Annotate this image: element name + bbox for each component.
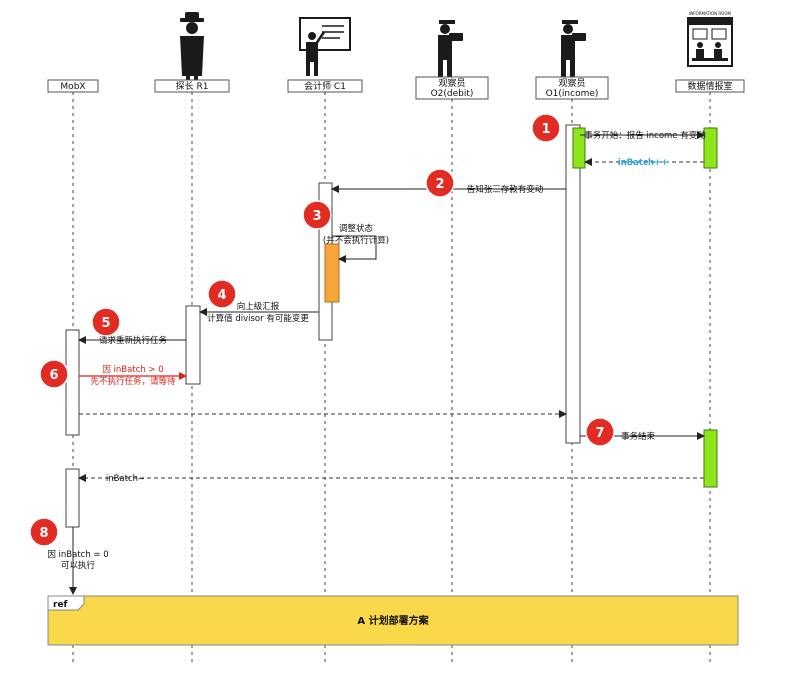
message-label-8a: 因 inBatch = 0	[47, 550, 108, 560]
actor-label: 观察员	[558, 77, 585, 89]
activation-o1-green	[572, 127, 586, 169]
activation-mobx-1	[65, 329, 80, 436]
activation-c1-orange	[324, 243, 340, 303]
intelligence-room-icon	[687, 17, 733, 67]
actor-room[interactable]: 数据情报室	[675, 79, 745, 93]
observer-camera-icon	[561, 20, 586, 80]
reply-label-1: inBatch++	[618, 158, 669, 168]
svg-text:4: 4	[217, 288, 226, 303]
step-badge-2: 2	[425, 168, 455, 198]
ref-frame[interactable]: ref A 计划部署方案	[47, 595, 739, 646]
step-badge-1: 1	[531, 113, 561, 143]
actor-r1[interactable]: 探长 R1	[154, 79, 230, 93]
step-badge-8: 8	[29, 517, 59, 547]
actor-label: 观察员	[438, 77, 465, 89]
message-label-6b: 先不执行任务，请等待	[90, 376, 176, 387]
step-badge-7: 7	[585, 417, 615, 447]
message-label-5: 请求重新执行任务	[99, 335, 168, 346]
step-badge-6: 6	[39, 359, 69, 389]
actor-label: 会计师 C1	[304, 80, 346, 92]
svg-text:6: 6	[49, 368, 58, 383]
activation-r1	[185, 305, 201, 385]
activation-room-2	[703, 429, 718, 488]
activation-o1	[565, 124, 581, 444]
ref-tag: ref	[53, 600, 68, 610]
message-label-2: 告知张三存款有变动	[467, 184, 544, 195]
reply-label-7: inBatch--	[106, 474, 144, 484]
step-badge-5: 5	[91, 307, 121, 337]
actor-mobx[interactable]: MobX	[47, 79, 99, 93]
svg-text:2: 2	[435, 177, 444, 192]
message-label-3b: (并不会执行计算)	[323, 235, 389, 246]
message-label-4a: 向上级汇报	[237, 301, 280, 312]
message-label-4b: 计算值 divisor 有可能变更	[207, 313, 309, 324]
message-label-3a: 调整状态	[339, 223, 374, 234]
detective-icon	[180, 12, 204, 82]
message-label-7: 事务结束	[621, 431, 656, 442]
actor-o2[interactable]: 观察员 O2(debit)	[415, 76, 489, 100]
svg-text:3: 3	[312, 209, 321, 224]
svg-text:5: 5	[101, 316, 110, 331]
observer-camera-icon	[438, 20, 463, 80]
actor-sublabel: O2(debit)	[431, 89, 474, 99]
svg-text:8: 8	[39, 526, 48, 541]
activation-room-1	[703, 127, 718, 169]
step-badge-3: 3	[302, 200, 332, 230]
activation-mobx-2	[65, 468, 80, 528]
message-label-6a: 因 inBatch > 0	[102, 365, 163, 375]
actor-label: 数据情报室	[687, 80, 732, 92]
ref-title: A 计划部署方案	[357, 614, 429, 627]
actor-label: 探长 R1	[176, 80, 209, 92]
step-badge-4: 4	[207, 279, 237, 309]
message-arrow-3	[332, 235, 377, 263]
actor-label: MobX	[60, 82, 85, 92]
svg-text:7: 7	[595, 426, 604, 441]
svg-text:1: 1	[541, 122, 550, 137]
actor-c1[interactable]: 会计师 C1	[287, 79, 363, 93]
room-sign: INFORMATION ROOM	[689, 11, 731, 16]
actor-o1[interactable]: 观察员 O1(income)	[535, 76, 609, 100]
accountant-teacher-icon	[299, 17, 351, 76]
message-label-8b: 可以执行	[61, 560, 96, 571]
actor-sublabel: O1(income)	[546, 89, 599, 99]
message-label-1: 事务开始：报告 income 有变动	[584, 130, 706, 141]
